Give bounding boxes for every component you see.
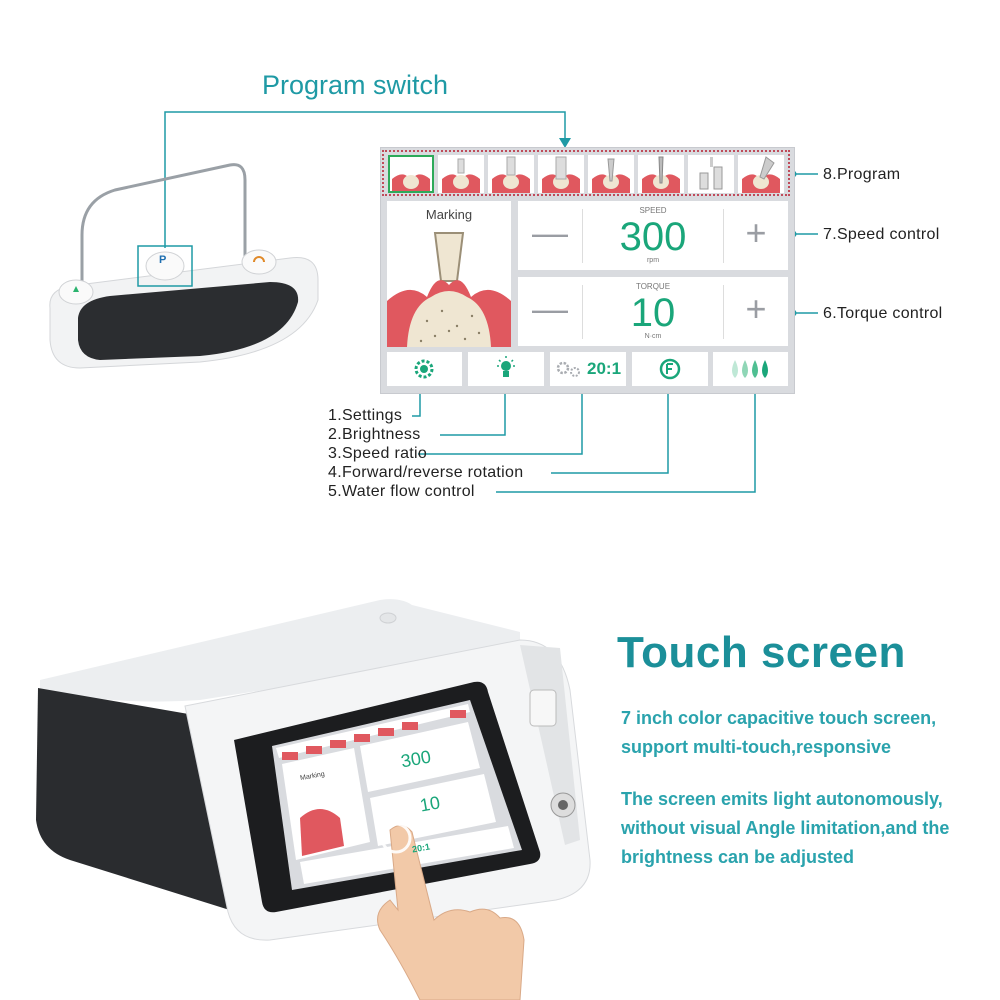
speed-control-panel: — SPEED 300 rpm +: [518, 201, 788, 270]
tooth-icon: [542, 156, 580, 193]
rotation-f-icon: [659, 358, 681, 380]
bulb-icon: [497, 356, 515, 377]
water-flow-button[interactable]: [713, 352, 788, 386]
callout-settings: 1.Settings: [328, 407, 403, 424]
tooth-icon: [642, 156, 680, 193]
touch-desc-line3: The screen emits light autonomously,: [621, 789, 943, 809]
torque-value: 10: [630, 291, 676, 335]
speed-ratio-value: 20:1: [587, 359, 622, 378]
speed-plus-button[interactable]: +: [745, 212, 767, 253]
callout-speed-control: 7.Speed control: [823, 226, 940, 243]
rotation-button[interactable]: [632, 352, 708, 386]
settings-button[interactable]: [387, 352, 462, 386]
gear-icon: [414, 359, 434, 379]
brightness-button[interactable]: [468, 352, 544, 386]
program-8[interactable]: [738, 155, 784, 193]
torque-minus-button[interactable]: —: [532, 288, 568, 329]
touch-desc-line1: 7 inch color capacitive touch screen,: [621, 708, 937, 728]
tooth-icon: [387, 232, 511, 347]
tooth-icon: [442, 158, 480, 193]
p-button-label: P: [159, 254, 167, 266]
gears-icon: [556, 361, 580, 377]
speed-label: SPEED: [639, 206, 667, 215]
callout-brightness: 2.Brightness: [328, 426, 421, 443]
tooth-icon: [742, 156, 780, 193]
device-torque-value: 10: [418, 792, 442, 816]
tooth-icon: [592, 158, 630, 193]
implant-icon: [699, 157, 723, 190]
touch-desc-line2: support multi-touch,responsive: [621, 737, 892, 757]
torque-control-panel: — TORQUE 10 N·cm +: [518, 277, 788, 346]
marking-panel: Marking: [387, 201, 511, 347]
callout-rotation: 4.Forward/reverse rotation: [328, 464, 524, 481]
program-4[interactable]: [538, 155, 584, 193]
torque-label: TORQUE: [635, 282, 671, 291]
speed-unit: rpm: [646, 257, 660, 264]
speed-value: 300: [619, 215, 687, 259]
marking-label: Marking: [425, 207, 473, 222]
tooth-icon: [392, 174, 430, 193]
touch-desc-line5: brightness can be adjusted: [621, 847, 855, 867]
touch-desc-line4: without visual Angle limitation,and the: [621, 818, 950, 838]
program-2[interactable]: [438, 155, 484, 193]
program-3[interactable]: [488, 155, 534, 193]
speed-ratio-button[interactable]: 20:1: [550, 352, 626, 386]
tooth-icon: [492, 156, 530, 193]
program-1[interactable]: [388, 155, 434, 193]
torque-plus-button[interactable]: +: [745, 288, 767, 329]
water-drops-icon: [732, 360, 768, 378]
program-6[interactable]: [638, 155, 684, 193]
torque-unit: N·cm: [644, 333, 662, 340]
program-row: [382, 150, 790, 196]
speed-minus-button[interactable]: —: [532, 212, 568, 253]
callout-torque-control: 6.Torque control: [823, 305, 943, 322]
callout-speed-ratio: 3.Speed ratio: [328, 445, 428, 462]
callout-program: 8.Program: [823, 166, 901, 183]
program-7[interactable]: [688, 155, 734, 193]
program-5[interactable]: [588, 155, 634, 193]
program-switch-title: Program switch: [262, 70, 449, 100]
touch-screen-title: Touch screen: [617, 628, 906, 677]
callout-water-flow: 5.Water flow control: [328, 483, 475, 500]
